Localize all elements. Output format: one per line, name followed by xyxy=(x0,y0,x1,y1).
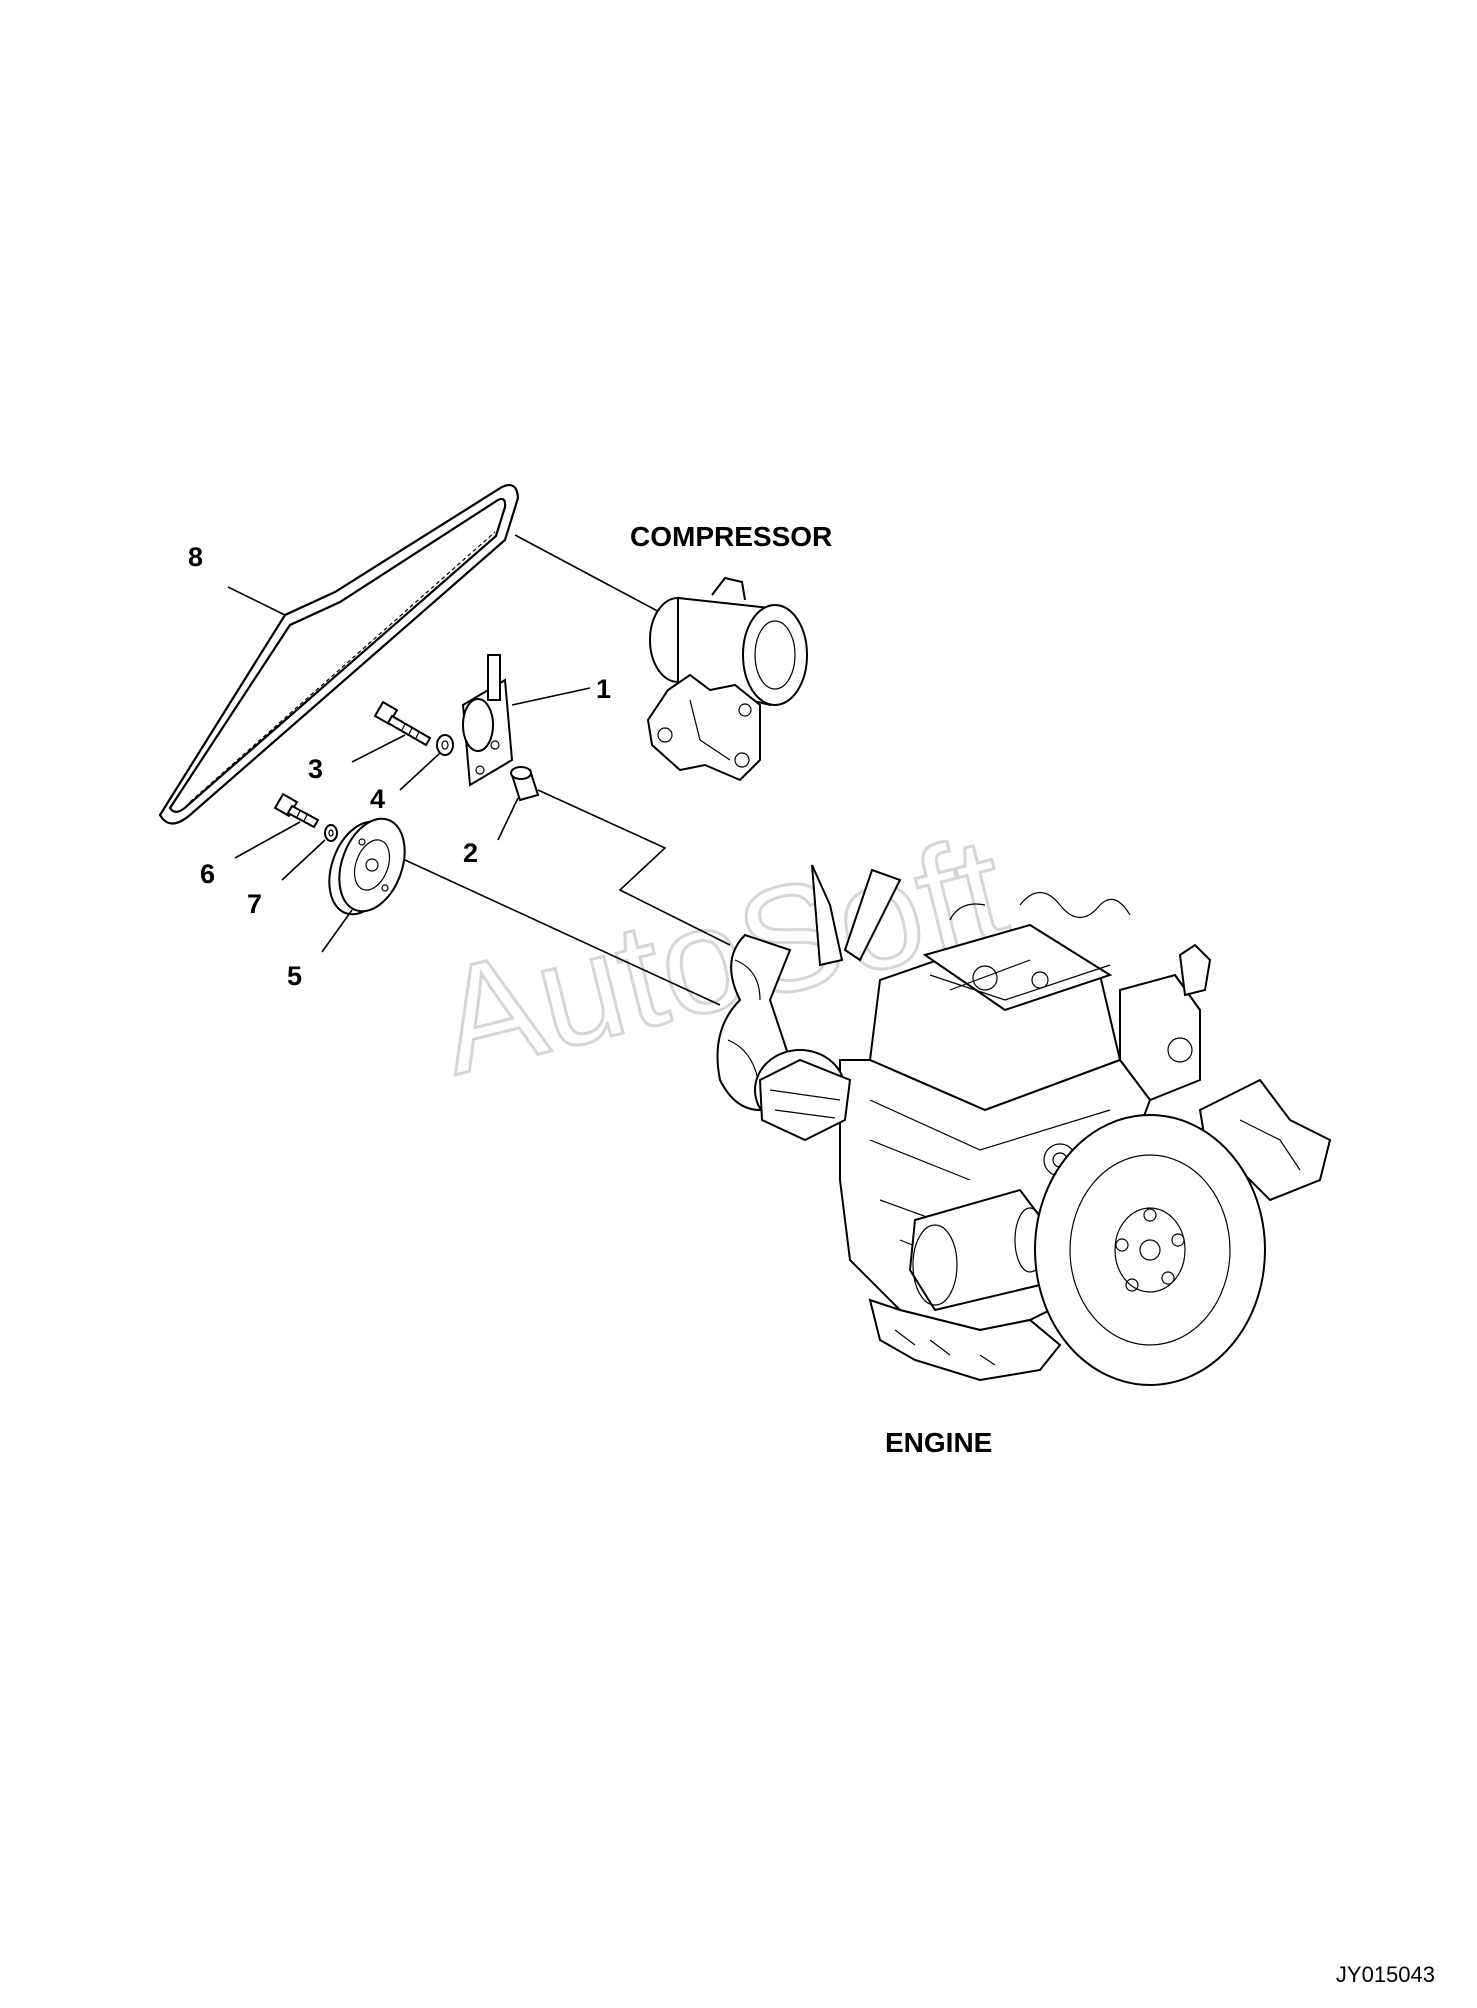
callout-leader-2 xyxy=(497,797,519,841)
bolt-6 xyxy=(273,792,320,829)
compressor-label: COMPRESSOR xyxy=(630,521,832,552)
tensioner-bracket-1 xyxy=(461,654,514,787)
callout-3: 3 xyxy=(308,754,323,784)
callout-1: 1 xyxy=(596,674,611,704)
callout-5: 5 xyxy=(287,961,302,991)
spacer-2 xyxy=(510,766,540,802)
callout-leader-6 xyxy=(234,821,301,859)
document-id: JY015043 xyxy=(1336,1962,1435,1987)
engine-label: ENGINE xyxy=(885,1427,992,1458)
pulley-5 xyxy=(328,817,406,916)
washer-4 xyxy=(436,734,454,756)
callout-leader-8 xyxy=(227,586,286,616)
pulley-engine-leader xyxy=(404,859,721,1006)
callout-leader-4 xyxy=(399,752,441,791)
callout-4: 4 xyxy=(370,784,385,814)
bolt-3 xyxy=(373,700,432,747)
belt-compressor-leader xyxy=(514,534,666,616)
spacer-engine-leader xyxy=(537,789,731,946)
callout-7: 7 xyxy=(247,889,262,919)
callout-leader-5 xyxy=(321,909,353,953)
callout-leader-1 xyxy=(511,687,591,706)
compressor xyxy=(646,576,808,782)
engine-assembly xyxy=(716,864,1332,1386)
callout-2: 2 xyxy=(463,838,478,868)
callout-leader-7 xyxy=(281,839,326,881)
washer-7 xyxy=(324,824,338,842)
belt-8 xyxy=(158,483,520,825)
callout-leader-3 xyxy=(351,734,406,763)
callout-6: 6 xyxy=(200,859,215,889)
callout-8: 8 xyxy=(188,542,203,572)
